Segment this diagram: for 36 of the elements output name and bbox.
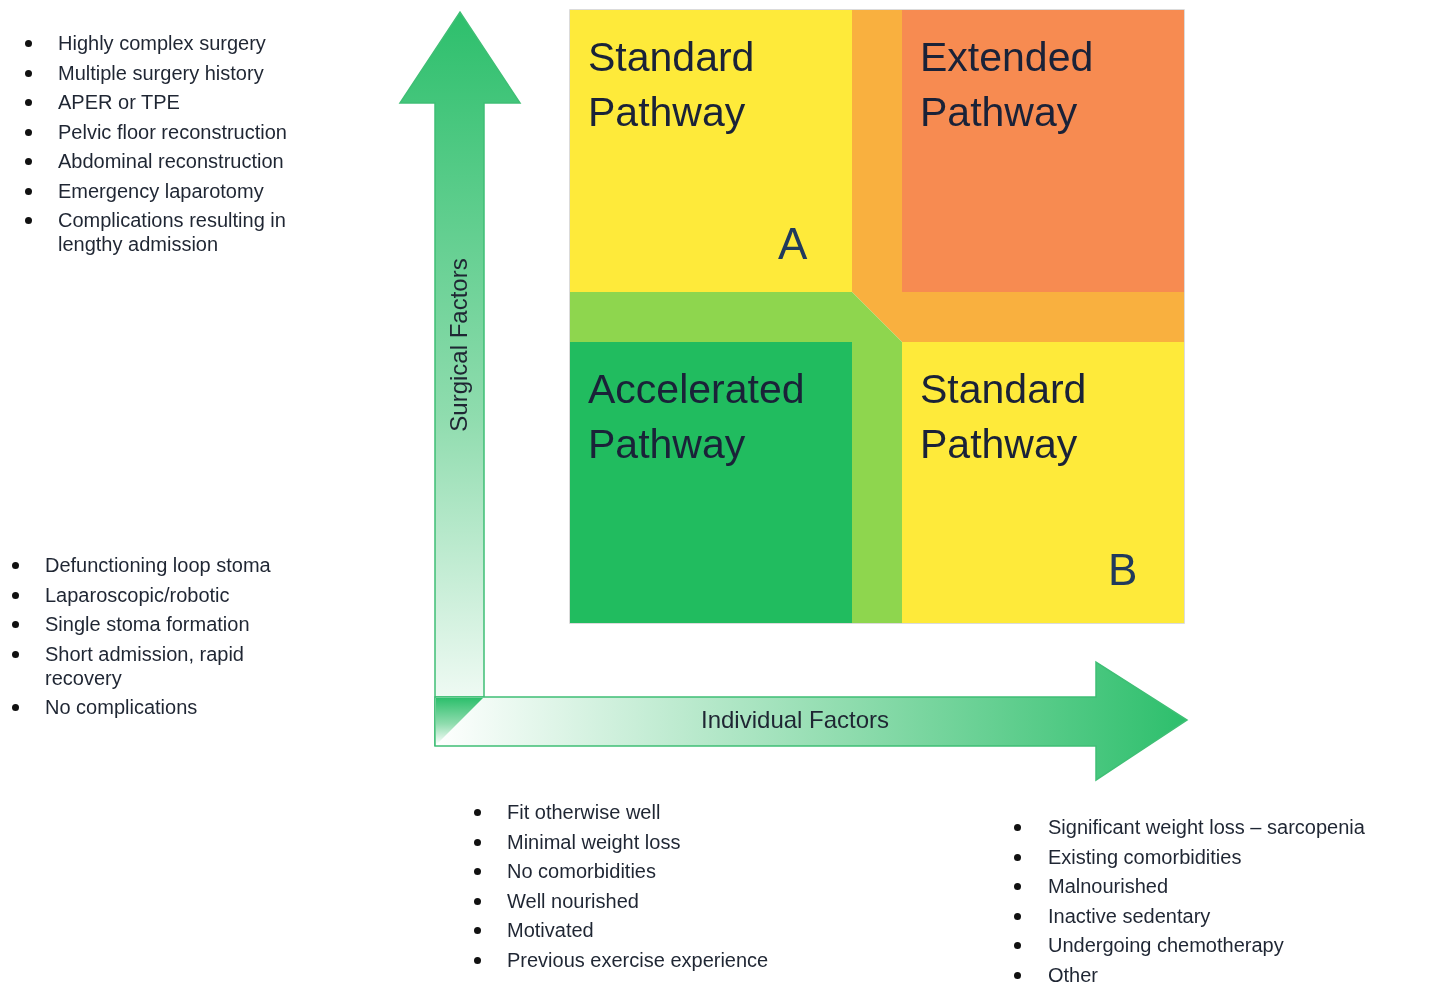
quadrant-title: Standard Pathway <box>920 365 1088 469</box>
list-item-text: Significant weight loss – sarcopenia <box>1048 816 1365 838</box>
list-item-text: Short admission, rapid recovery <box>45 642 244 689</box>
list-item-text: Minimal weight loss <box>507 830 681 853</box>
axis-label: Surgical Factors <box>444 258 473 432</box>
list-item-text: Abdominal reconstruction <box>58 150 284 172</box>
list-item-text: Fit otherwise well <box>507 801 661 823</box>
list-item-text: Motivated <box>507 919 594 941</box>
list-item-text: Inactive sedentary <box>1048 904 1211 927</box>
list-item-text: Laparoscopic/robotic <box>45 583 230 606</box>
list-item-text: Single stoma formation <box>45 613 250 635</box>
list-item-text: Malnourished <box>1048 875 1169 897</box>
quadrant-title: Standard Pathway <box>588 33 756 137</box>
quadrant-letter: A <box>778 220 808 268</box>
list-item-text: Defunctioning loop stoma <box>45 554 271 576</box>
list-item-text: Multiple surgery history <box>58 61 264 84</box>
list-item-text: Existing comorbidities <box>1048 845 1242 868</box>
quadrant-box <box>902 342 1184 623</box>
list-item-text: Other <box>1048 963 1099 986</box>
list-item-text: No comorbidities <box>507 860 656 882</box>
list-item-text: Emergency laparotomy <box>58 179 264 202</box>
axis-label: Individual Factors <box>701 706 890 734</box>
list-item-text: Complications resulting in lengthy admission <box>58 209 286 255</box>
list-item-text: Well nourished <box>507 889 639 912</box>
quadrant-box <box>570 342 852 623</box>
quadrant-title: Extended Pathway <box>920 33 1095 137</box>
quadrant-box <box>902 10 1184 292</box>
quadrant-title: Accelerated Pathway <box>588 365 806 469</box>
list-item-text: Undergoing chemotherapy <box>1048 934 1284 956</box>
list-item-text: APER or TPE <box>58 91 180 113</box>
list-item-text: No complications <box>45 696 198 718</box>
quadrant-letter: B <box>1108 546 1138 594</box>
list-item-text: Pelvic floor reconstruction <box>58 120 287 143</box>
list-item-text: Previous exercise experience <box>507 948 769 971</box>
list-item-text: Highly complex surgery <box>58 32 266 54</box>
quadrant-box <box>570 10 852 292</box>
